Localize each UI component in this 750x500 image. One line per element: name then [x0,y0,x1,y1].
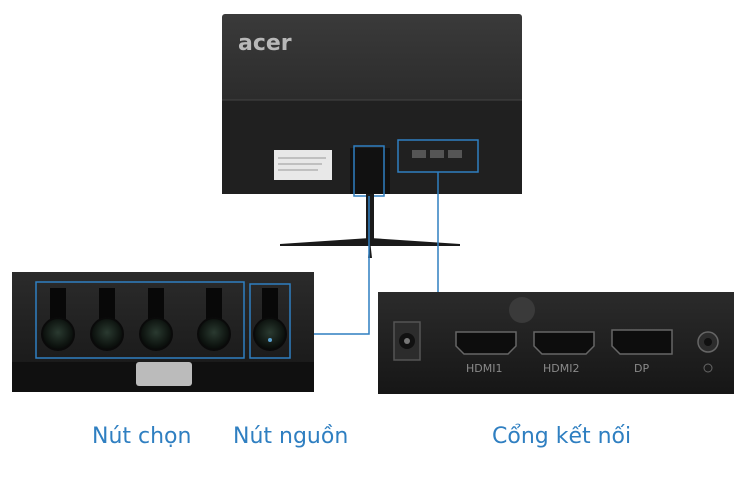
caption-ports: Cổng kết nối [492,424,632,449]
port-hdmi2: HDMI2 [533,331,595,375]
select-button-1 [41,288,75,351]
port-hdmi1-label: HDMI1 [466,362,502,375]
power-button [253,288,287,351]
led-window [136,362,192,386]
port-hdmi1: HDMI1 [455,331,517,375]
audio-jack [697,331,719,373]
port-hdmi2-label: HDMI2 [543,362,579,375]
caption-power-button: Nút nguồn [233,424,349,449]
select-buttons-highlight [35,281,245,359]
select-button-4 [197,288,231,351]
select-button-3 [139,288,173,351]
dc-power-jack [393,321,421,361]
monitor-back: acer [222,14,522,197]
brand-logo: acer [238,31,292,56]
caption-select-buttons: Nút chọn [92,424,192,449]
ports-zoom-panel: HDMI1 HDMI2 DP [378,292,734,394]
power-button-highlight [249,283,291,359]
monitor-stand [280,194,460,258]
port-dp: DP [611,329,673,375]
mount-screw [509,297,535,323]
spec-sticker [274,150,332,180]
buttons-zoom-panel [12,272,314,392]
callout-lines [314,172,439,335]
port-dp-label: DP [634,362,649,375]
select-button-2 [90,288,124,351]
